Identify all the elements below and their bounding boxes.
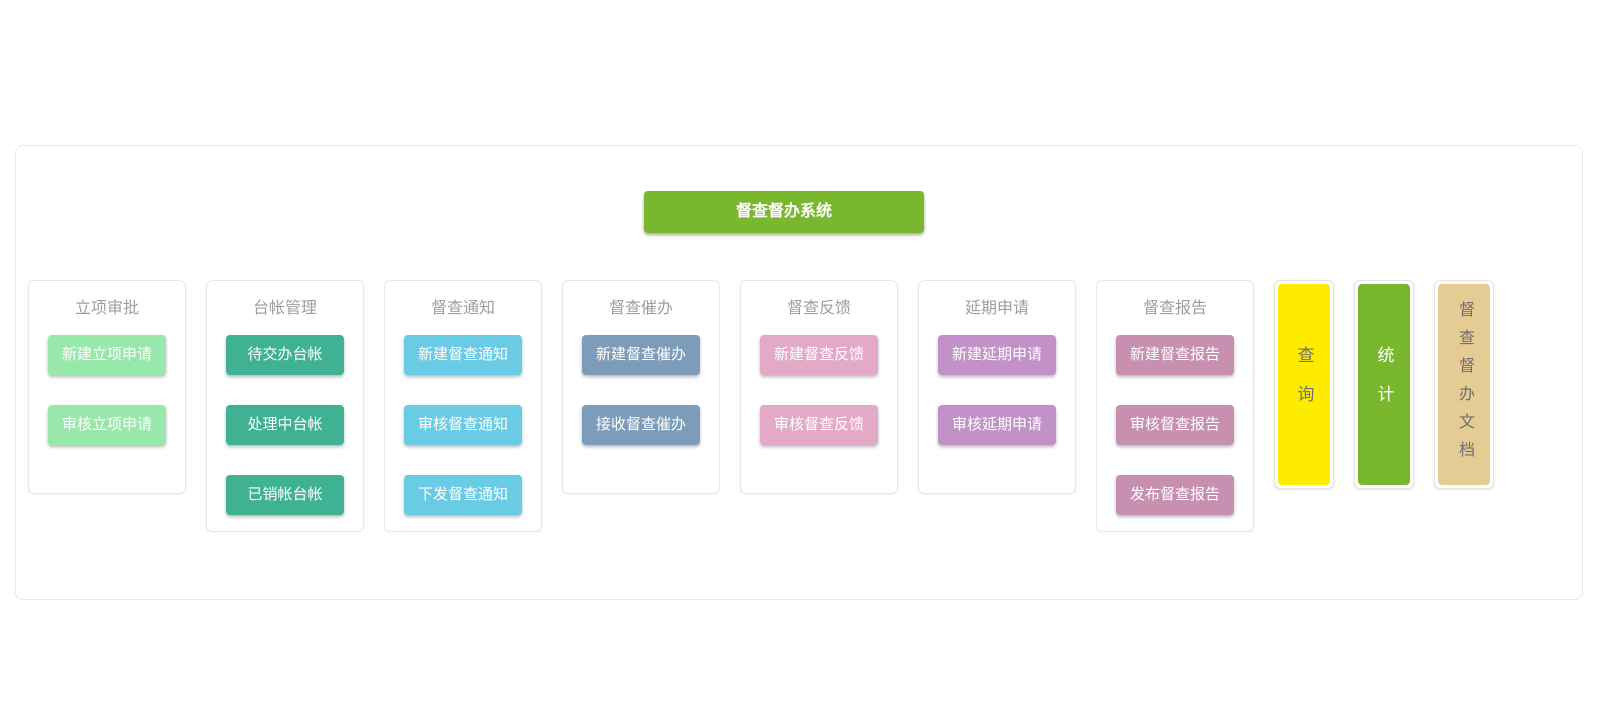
new-supervision-reminder-button[interactable]: 新建督查催办 <box>582 335 700 375</box>
panel-title: 台帐管理 <box>252 300 317 317</box>
panel-supervision-report: 督查报告 新建督查报告 审核督查报告 发布督查报告 <box>1096 280 1254 532</box>
system-map-frame: 督查督办系统 立项审批 新建立项申请 审核立项申请 台帐管理 待交办台帐 处理中… <box>15 145 1583 600</box>
review-project-application-button[interactable]: 审核立项申请 <box>48 405 166 445</box>
statistics-bar-label: 统计 <box>1358 284 1410 485</box>
panel-title: 督查反馈 <box>786 300 851 317</box>
query-bar-label: 查询 <box>1278 284 1330 485</box>
new-project-application-button[interactable]: 新建立项申请 <box>48 335 166 375</box>
panel-extension-request: 延期申请 新建延期申请 审核延期申请 <box>918 280 1076 494</box>
panel-title: 延期申请 <box>964 300 1029 317</box>
review-supervision-feedback-button[interactable]: 审核督查反馈 <box>760 405 878 445</box>
system-title-button[interactable]: 督查督办系统 <box>644 191 924 233</box>
module-columns-row: 立项审批 新建立项申请 审核立项申请 台帐管理 待交办台帐 处理中台帐 已销帐台… <box>28 280 1494 532</box>
receive-supervision-reminder-button[interactable]: 接收督查催办 <box>582 405 700 445</box>
new-supervision-feedback-button[interactable]: 新建督查反馈 <box>760 335 878 375</box>
pending-assignment-ledger-button[interactable]: 待交办台帐 <box>226 335 344 375</box>
panel-title: 立项审批 <box>74 300 139 317</box>
publish-supervision-report-button[interactable]: 发布督查报告 <box>1116 475 1234 515</box>
panel-ledger-management: 台帐管理 待交办台帐 处理中台帐 已销帐台帐 <box>206 280 364 532</box>
supervision-documents-bar-label: 督查督办文档 <box>1438 284 1490 485</box>
query-bar[interactable]: 查询 <box>1274 280 1334 489</box>
new-extension-request-button[interactable]: 新建延期申请 <box>938 335 1056 375</box>
review-supervision-report-button[interactable]: 审核督查报告 <box>1116 405 1234 445</box>
panel-supervision-reminder: 督查催办 新建督查催办 接收督查催办 <box>562 280 720 494</box>
supervision-documents-bar[interactable]: 督查督办文档 <box>1434 280 1494 489</box>
in-process-ledger-button[interactable]: 处理中台帐 <box>226 405 344 445</box>
panel-project-approval: 立项审批 新建立项申请 审核立项申请 <box>28 280 186 494</box>
statistics-bar[interactable]: 统计 <box>1354 280 1414 489</box>
panel-supervision-notice: 督查通知 新建督查通知 审核督查通知 下发督查通知 <box>384 280 542 532</box>
panel-title: 督查催办 <box>608 300 673 317</box>
panel-supervision-feedback: 督查反馈 新建督查反馈 审核督查反馈 <box>740 280 898 494</box>
review-supervision-notice-button[interactable]: 审核督查通知 <box>404 405 522 445</box>
closed-ledger-button[interactable]: 已销帐台帐 <box>226 475 344 515</box>
new-supervision-report-button[interactable]: 新建督查报告 <box>1116 335 1234 375</box>
review-extension-request-button[interactable]: 审核延期申请 <box>938 405 1056 445</box>
issue-supervision-notice-button[interactable]: 下发督查通知 <box>404 475 522 515</box>
new-supervision-notice-button[interactable]: 新建督查通知 <box>404 335 522 375</box>
panel-title: 督查报告 <box>1142 300 1207 317</box>
panel-title: 督查通知 <box>430 300 495 317</box>
